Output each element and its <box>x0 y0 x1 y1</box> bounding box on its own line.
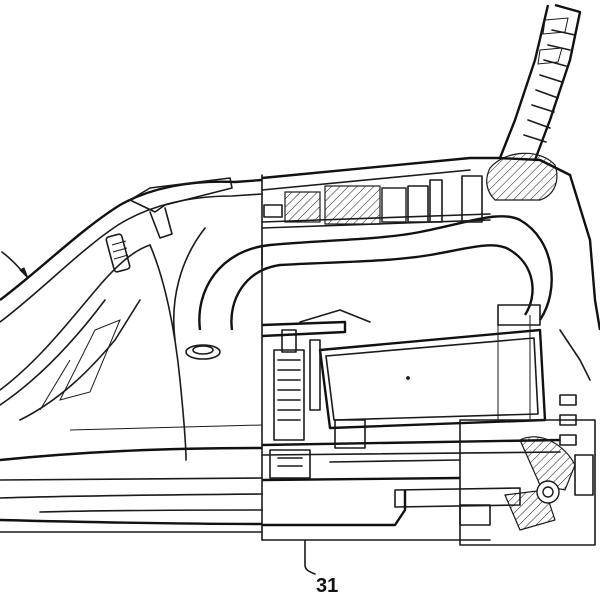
reference-label-31: 31 <box>316 575 338 597</box>
direction-arrow <box>1 251 29 279</box>
iron-housing-exterior <box>0 178 263 533</box>
steam-hose <box>198 215 553 331</box>
cross-section <box>261 156 600 546</box>
release-lever <box>185 344 221 360</box>
power-cord <box>498 3 582 161</box>
cord-strain-relief <box>486 152 558 201</box>
reference-31: 31 <box>304 539 338 597</box>
steam-button <box>105 177 233 273</box>
